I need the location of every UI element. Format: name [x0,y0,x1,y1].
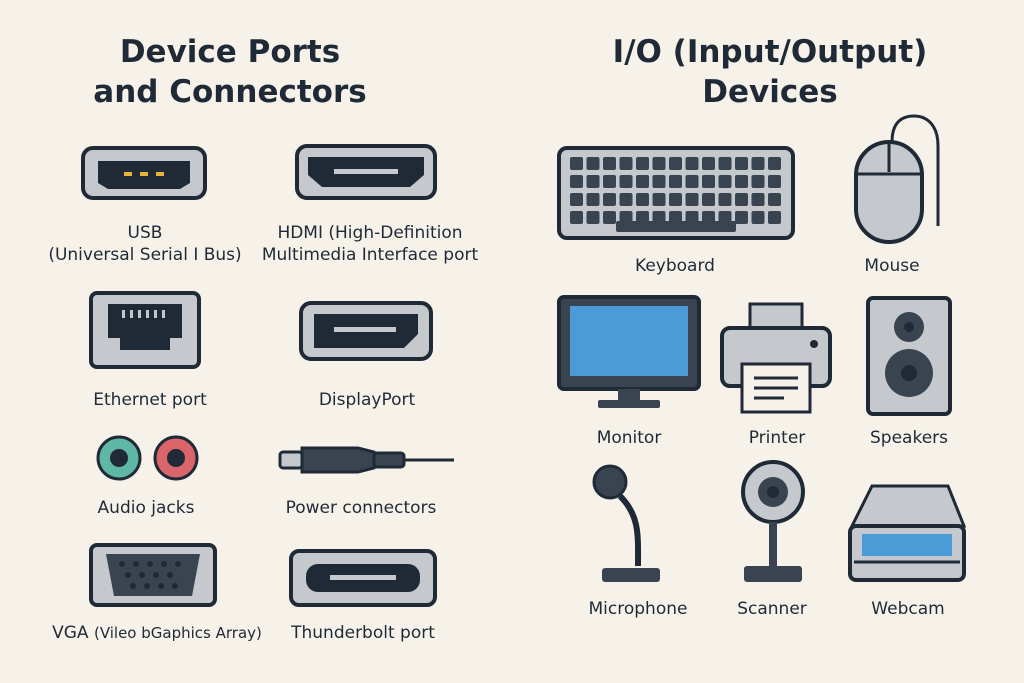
keyboard-key [751,211,765,224]
keyboard-key [735,175,748,188]
keyboard-key [570,211,583,224]
keyboard-key [702,157,715,170]
keyboard-key [669,211,682,224]
keyboard-key [751,157,765,170]
usb-label-main: USB [127,223,163,243]
keyboard-key [718,193,732,206]
keyboard-key [636,175,649,188]
keyboard-key [586,157,600,170]
thunderbolt-port-icon [289,549,437,607]
audio-jacks-icon [96,435,199,481]
keyboard-key [768,211,781,224]
printer-label: Printer [748,428,806,448]
usb-label-sub: (Universal Serial I Bus) [48,245,242,265]
keyboard-key [768,193,781,206]
keyboard-key [586,193,600,206]
monitor-icon [557,295,701,408]
keyboard-key [603,175,616,188]
keyboard-key [702,211,715,224]
keyboard-key [586,175,600,188]
mouse-label: Mouse [864,256,920,276]
keyboard-spacebar [616,221,736,232]
right-title-line2: Devices [702,74,838,110]
vga-label-main: VGA [52,623,89,643]
keyboard-key [751,175,765,188]
webcam-icon [741,460,805,582]
keyboard-key [735,211,748,224]
keyboard-key [636,157,649,170]
microphone-icon [592,464,660,582]
monitor-label: Monitor [596,428,662,448]
keyboard-key [570,193,583,206]
keyboard-key [570,157,583,170]
keyboard-key [570,175,583,188]
keyboard-key [669,157,682,170]
vga-label: VGA (Vileo bGaphics Array) [52,622,262,644]
hdmi-label-main: HDMI (High-Definition [277,223,463,243]
audio-jacks-label: Audio jacks [97,498,195,518]
ethernet-port-icon [89,291,201,369]
left-title-line2: and Connectors [93,74,367,110]
printer-icon [720,302,832,414]
usb-port-icon [81,146,207,200]
power-connectors-label: Power connectors [285,498,437,518]
keyboard-key [702,175,715,188]
vga-label-sub: (Vileo bGaphics Array) [93,624,262,642]
keyboard-key [603,193,616,206]
thunderbolt-label: Thunderbolt port [291,623,435,643]
keyboard-key [669,175,682,188]
keyboard-key [652,193,666,206]
right-title-line1: I/O (Input/Output) [612,34,928,70]
keyboard-key [586,211,600,224]
displayport-label: DisplayPort [318,390,416,410]
ethernet-label: Ethernet port [93,390,207,410]
keyboard-key [603,157,616,170]
keyboard-key [669,193,682,206]
vga-port-icon [89,543,217,607]
keyboard-key [768,157,781,170]
power-connector-icon [278,446,454,474]
keyboard-key [636,211,649,224]
keyboard-key [718,211,732,224]
keyboard-key [603,211,616,224]
usb-label: USB(Universal Serial I Bus) [48,222,241,266]
keyboard-key [702,193,715,206]
keyboard-key [768,175,781,188]
keyboard-key [652,157,666,170]
displayport-icon [299,301,433,361]
hdmi-port-icon [295,144,437,200]
keyboard-key [685,157,699,170]
keyboard-key [619,175,633,188]
microphone-label: Microphone [588,599,688,619]
keyboard-icon [557,146,795,240]
keyboard-key [718,175,732,188]
keyboard-label: Keyboard [635,256,715,276]
speakers-label: Speakers [869,428,949,448]
keyboard-key [735,193,748,206]
keyboard-key [619,211,633,224]
keyboard-key [685,193,699,206]
hdmi-label-sub: Multimedia Interface port [261,245,479,265]
keyboard-key [685,175,699,188]
left-title: Device Ports and Connectors [60,32,400,112]
keyboard-key [652,175,666,188]
keyboard-key [619,193,633,206]
webcam-label: Webcam [871,599,945,619]
keyboard-key [735,157,748,170]
speakers-icon [866,296,952,416]
keyboard-key [751,193,765,206]
keyboard-key [718,157,732,170]
scanner-icon [848,484,967,582]
keyboard-key [636,193,649,206]
mouse-icon [854,114,940,244]
keyboard-key [685,211,699,224]
left-title-line1: Device Ports [119,34,341,70]
keyboard-key [619,157,633,170]
scanner-label: Scanner [737,599,807,619]
keyboard-key [652,211,666,224]
right-title: I/O (Input/Output) Devices [560,32,980,112]
